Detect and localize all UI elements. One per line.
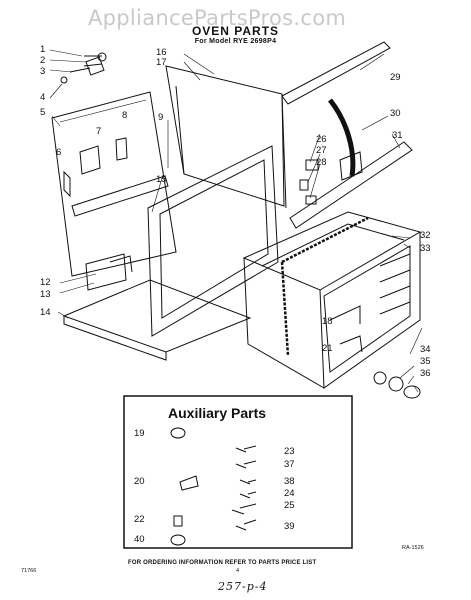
callout-22: 22 (134, 514, 145, 525)
auxiliary-parts-box (123, 395, 353, 549)
bottom-left-code: 71766 (21, 568, 37, 574)
oven-cavity (242, 211, 422, 291)
panel-bracket (71, 175, 169, 217)
callout-32: 32 (420, 230, 431, 241)
ordering-footer-note: FOR ORDERING INFORMATION REFER TO PARTS … (128, 560, 317, 566)
diagram-code: RA-1526 (402, 545, 424, 551)
callout-40: 40 (134, 534, 145, 545)
callout-21: 21 (322, 343, 333, 354)
callout-7: 7 (96, 126, 102, 137)
side-panel (51, 91, 177, 277)
callout-24: 24 (284, 488, 295, 499)
callout-12: 12 (40, 277, 51, 288)
callout-35: 35 (420, 356, 431, 367)
part-12-bracket (85, 253, 127, 291)
callout-4: 4 (40, 92, 46, 103)
callout-3: 3 (40, 66, 46, 77)
callout-6: 6 (56, 147, 62, 158)
callout-27: 27 (316, 145, 327, 156)
callout-38: 38 (284, 476, 295, 487)
callout-17: 17 (156, 57, 167, 68)
diagram-subtitle: For Model RYE 2698P4 (194, 38, 277, 45)
part-31-rail (289, 141, 413, 229)
oven-wrapper (165, 65, 285, 207)
callout-2: 2 (40, 55, 46, 66)
callout-26: 26 (316, 134, 327, 145)
watermark: AppliancePartsPros.com (88, 6, 347, 30)
callout-16: 16 (156, 47, 167, 58)
callout-20: 20 (134, 476, 145, 487)
callout-37: 37 (284, 459, 295, 470)
auxiliary-parts-title: Auxiliary Parts (168, 405, 267, 421)
callout-23: 23 (284, 446, 295, 457)
callout-1: 1 (40, 44, 46, 55)
callout-36: 36 (420, 368, 431, 379)
callout-14: 14 (40, 307, 51, 318)
callout-18: 18 (322, 316, 333, 327)
oven-front-frame (147, 145, 279, 337)
oven-gasket (280, 261, 290, 357)
callout-19: 19 (134, 428, 145, 439)
oven-floor (62, 279, 252, 353)
part-30-tube (328, 98, 356, 177)
handwritten-note: 257-p-4 (218, 580, 268, 593)
callout-34: 34 (420, 344, 431, 355)
callout-5: 5 (40, 107, 46, 118)
callout-33: 33 (420, 243, 431, 254)
page-number: 4 (236, 568, 240, 574)
callout-28: 28 (316, 157, 327, 168)
callout-9: 9 (158, 112, 164, 123)
callout-25: 25 (284, 500, 295, 511)
part-29-rail (281, 41, 391, 105)
part-7-switch (79, 145, 101, 175)
callout-15: 15 (156, 174, 167, 185)
callout-39: 39 (284, 521, 295, 532)
diagram-title: OVEN PARTS (191, 24, 280, 38)
part-8-switch (115, 137, 128, 161)
callout-8: 8 (122, 110, 128, 121)
callout-30: 30 (390, 108, 401, 119)
callout-13: 13 (40, 289, 51, 300)
callout-29: 29 (390, 72, 401, 83)
callout-31: 31 (392, 130, 403, 141)
